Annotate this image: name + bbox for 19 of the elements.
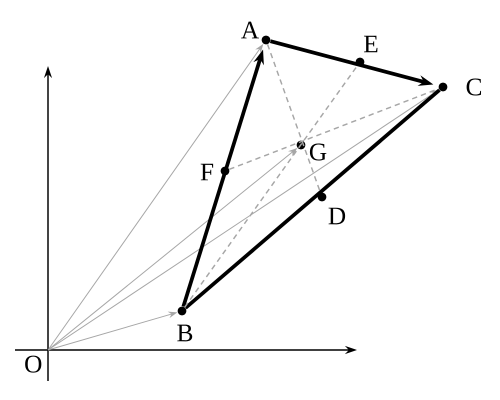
point-label: C <box>466 78 482 96</box>
point-label: F <box>200 164 214 180</box>
point-label: B <box>177 324 192 342</box>
point-dot <box>318 192 326 202</box>
line <box>184 88 441 310</box>
point-label: G <box>310 144 326 161</box>
point-dot <box>356 58 364 66</box>
point-dot <box>296 140 306 150</box>
dashed-line <box>266 44 322 193</box>
dashed-line <box>229 88 439 170</box>
point-dot <box>220 166 230 176</box>
point-label: E <box>364 36 378 52</box>
dashed-line <box>184 65 358 308</box>
point-label: O <box>25 356 42 373</box>
point-dot <box>438 82 448 92</box>
point-dot <box>262 36 270 44</box>
point-dot <box>178 306 186 316</box>
point-label: D <box>328 208 346 224</box>
point-label: A <box>241 22 259 38</box>
